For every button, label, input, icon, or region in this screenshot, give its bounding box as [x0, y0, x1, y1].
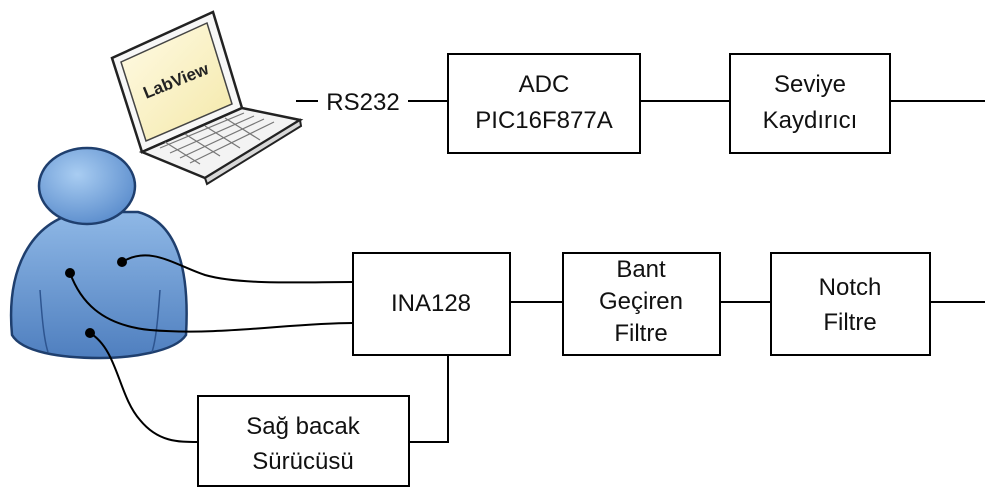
- person-icon: [11, 148, 187, 358]
- laptop-icon: LabView: [112, 12, 301, 184]
- notch-filter-block: Notch Filtre: [771, 253, 930, 355]
- person-head: [39, 148, 135, 224]
- ina128-block: INA128: [353, 253, 510, 355]
- bandpass-label-1: Bant: [616, 256, 666, 283]
- rs232-label: RS232: [326, 89, 399, 116]
- adc-label-2: PIC16F877A: [475, 107, 612, 134]
- right-leg-label-2: Sürücüsü: [252, 448, 353, 475]
- adc-label-1: ADC: [519, 71, 570, 98]
- notch-label-1: Notch: [819, 274, 882, 301]
- ina128-label: INA128: [391, 290, 471, 317]
- notch-label-2: Filtre: [823, 309, 876, 336]
- right-leg-label-1: Sağ bacak: [246, 413, 360, 440]
- bandpass-label-2: Geçiren: [599, 288, 683, 315]
- bandpass-filter-block: Bant Geçiren Filtre: [563, 253, 720, 355]
- adc-block: ADC PIC16F877A: [448, 54, 640, 153]
- level-shifter-block: Seviye Kaydırıcı: [730, 54, 890, 153]
- right-leg-driver-block: Sağ bacak Sürücüsü: [198, 396, 409, 486]
- level-shifter-label-2: Kaydırıcı: [763, 107, 858, 134]
- bandpass-label-3: Filtre: [614, 320, 667, 347]
- level-shifter-label-1: Seviye: [774, 71, 846, 98]
